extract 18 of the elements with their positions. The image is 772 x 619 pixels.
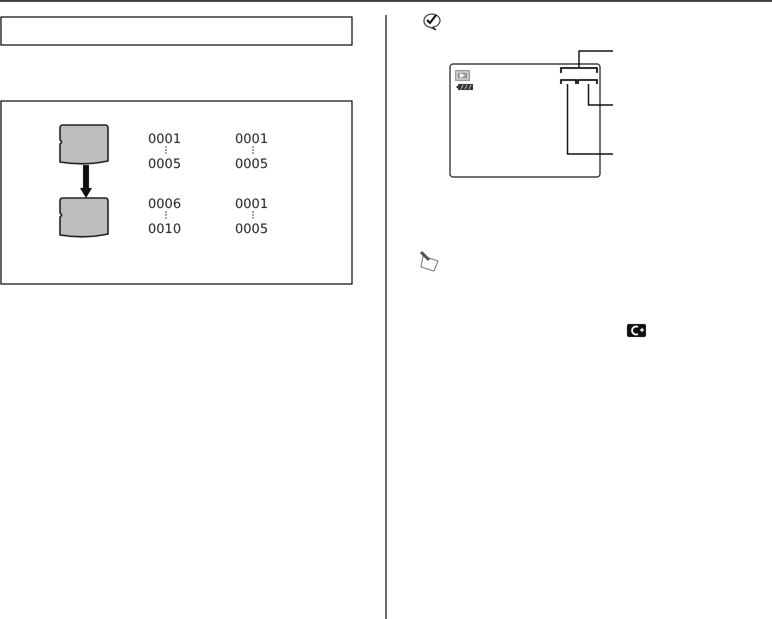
- file-number: 0005: [235, 158, 268, 172]
- file-number: 0001: [235, 133, 268, 147]
- file-number: 0001: [148, 133, 182, 147]
- leader-line: [566, 84, 613, 155]
- bracket-mark: [560, 67, 598, 73]
- file-number: 0006: [148, 198, 182, 212]
- bracket-mark: [560, 79, 577, 84]
- memory-card: [59, 197, 109, 238]
- memory-card: [59, 124, 109, 165]
- file-number: 0005: [235, 223, 268, 237]
- leader-line: [578, 50, 613, 68]
- bracket-mark: [577, 79, 598, 84]
- arrow: [80, 165, 92, 198]
- file-number: 0005: [148, 158, 182, 172]
- file-number: 0001: [235, 198, 268, 212]
- file-number: 0010: [148, 223, 182, 237]
- leader-line: [588, 84, 613, 106]
- heading-box: [0, 16, 353, 46]
